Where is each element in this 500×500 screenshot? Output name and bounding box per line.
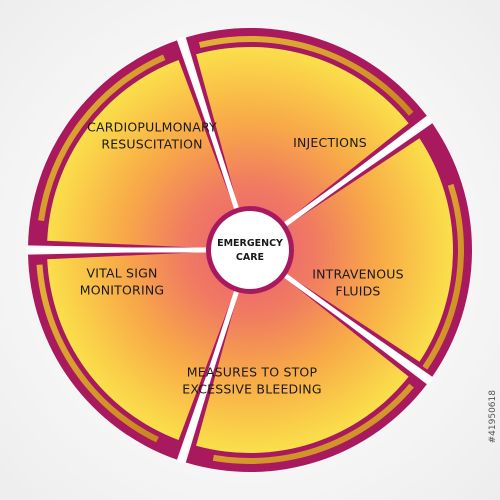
segment-4 — [28, 250, 236, 460]
segment-divider — [284, 273, 433, 384]
segment-4-label-line-1: MEASURES TO STOP — [187, 365, 318, 380]
segment-rim-band — [198, 35, 414, 116]
labels-layer: CARDIOPULMONARY RESUSCITATION INJECTIONS IN… — [80, 120, 404, 397]
segment-5-label-line-1: VITAL SIGN — [86, 266, 157, 281]
segment-4-label-line-2: EXCESSIVE BLEEDING — [182, 382, 321, 397]
segment-3-label-line-1: INTRAVENOUS — [312, 267, 404, 282]
segments-layer — [26, 28, 472, 473]
segment-2-label-line-1: INJECTIONS — [293, 135, 367, 150]
segment-divider — [178, 36, 239, 209]
segment-1-label-line-1: CARDIOPULMONARY — [87, 120, 217, 135]
segment-rim-band — [212, 383, 414, 464]
center-label-line-2: CARE — [236, 252, 264, 263]
segment-body — [286, 138, 453, 362]
segment-1-label-line-2: RESUSCITATION — [101, 137, 202, 152]
segment-body — [47, 59, 235, 249]
segment-body — [196, 277, 409, 453]
segment-body — [47, 251, 235, 441]
segment-divider — [178, 291, 239, 464]
segment-rim-band — [422, 183, 464, 370]
stock-image-id: #41950618 — [488, 390, 498, 444]
segment-2 — [286, 123, 472, 377]
center-hub-circle — [211, 211, 289, 289]
segment-3 — [185, 276, 427, 473]
segment-divider — [284, 116, 433, 227]
center-label-line-1: EMERGENCY — [217, 238, 283, 249]
segment-5 — [28, 40, 236, 250]
segment-3-label-line-2: FLUIDS — [335, 284, 380, 299]
center-hub: EMERGENCY CARE — [206, 206, 294, 294]
segment-5-label-line-2: MONITORING — [80, 283, 165, 298]
segment-body — [196, 46, 409, 223]
segment-1 — [185, 28, 427, 224]
